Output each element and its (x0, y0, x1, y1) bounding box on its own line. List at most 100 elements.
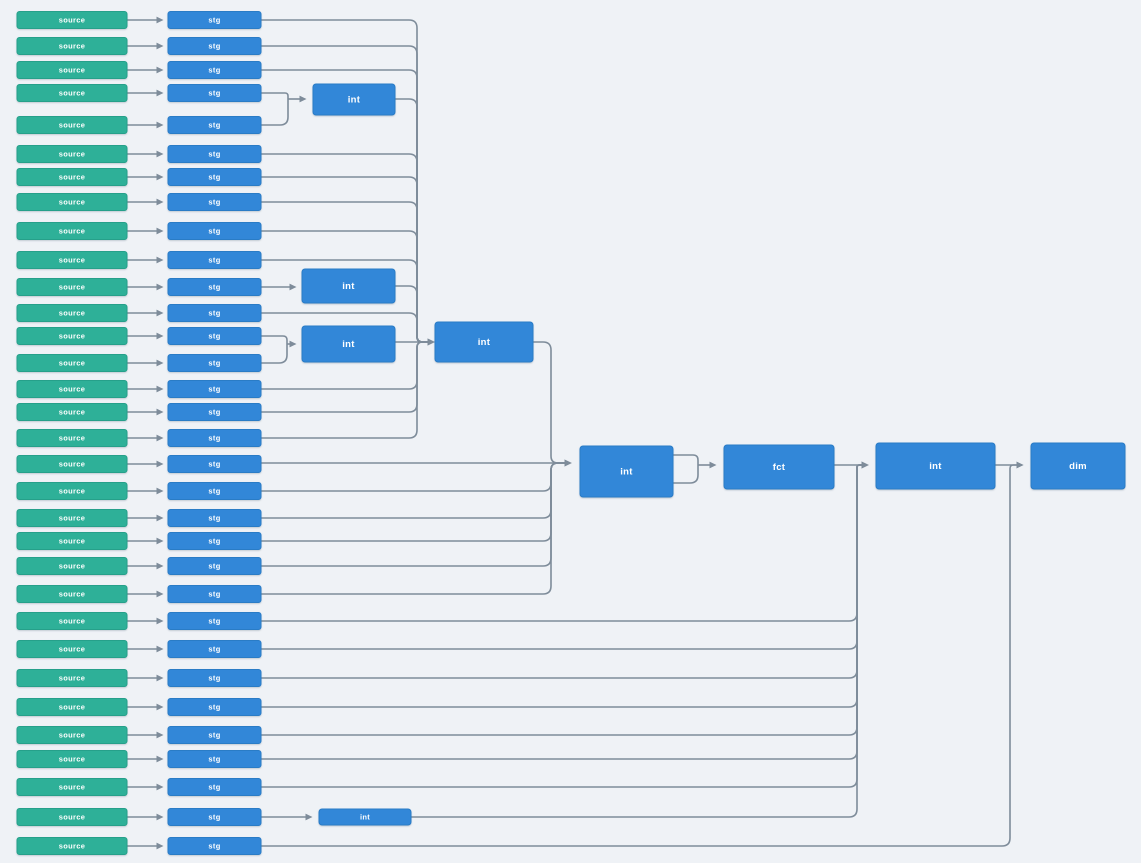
node-source-6[interactable]: source (16, 145, 128, 163)
node-stg-21-box[interactable] (167, 532, 262, 550)
node-stg-32[interactable]: stg (167, 837, 262, 855)
node-stg-27-box[interactable] (167, 698, 262, 716)
node-stg-23-box[interactable] (167, 585, 262, 603)
node-source-3-box[interactable] (16, 61, 128, 79)
node-int-7-box[interactable] (318, 808, 412, 826)
node-stg-29-box[interactable] (167, 750, 262, 768)
node-source-18[interactable]: source (16, 455, 128, 473)
node-source-1-box[interactable] (16, 11, 128, 29)
node-source-24[interactable]: source (16, 612, 128, 630)
node-stg-11[interactable]: stg (167, 278, 262, 296)
node-stg-1[interactable]: stg (167, 11, 262, 29)
node-source-26[interactable]: source (16, 669, 128, 687)
node-int-4[interactable]: int (434, 321, 534, 363)
node-source-26-box[interactable] (16, 669, 128, 687)
node-dim[interactable]: dim (1030, 442, 1126, 490)
node-stg-9[interactable]: stg (167, 222, 262, 240)
node-stg-17-box[interactable] (167, 429, 262, 447)
node-int-3[interactable]: int (301, 325, 396, 363)
node-source-10-box[interactable] (16, 251, 128, 269)
node-stg-20-box[interactable] (167, 509, 262, 527)
node-fct[interactable]: fct (723, 444, 835, 490)
node-stg-19[interactable]: stg (167, 482, 262, 500)
node-stg-26-box[interactable] (167, 669, 262, 687)
node-source-24-box[interactable] (16, 612, 128, 630)
node-stg-10[interactable]: stg (167, 251, 262, 269)
node-source-20[interactable]: source (16, 509, 128, 527)
node-stg-7-box[interactable] (167, 168, 262, 186)
node-source-12[interactable]: source (16, 304, 128, 322)
node-source-5-box[interactable] (16, 116, 128, 134)
node-stg-24[interactable]: stg (167, 612, 262, 630)
node-int-6[interactable]: int (875, 442, 996, 490)
node-int-1-box[interactable] (312, 83, 396, 116)
node-source-27[interactable]: source (16, 698, 128, 716)
node-source-27-box[interactable] (16, 698, 128, 716)
node-source-5[interactable]: source (16, 116, 128, 134)
node-source-13[interactable]: source (16, 327, 128, 345)
node-source-22[interactable]: source (16, 557, 128, 575)
node-source-32-box[interactable] (16, 837, 128, 855)
node-stg-15[interactable]: stg (167, 380, 262, 398)
node-source-29-box[interactable] (16, 750, 128, 768)
node-source-2[interactable]: source (16, 37, 128, 55)
node-stg-6[interactable]: stg (167, 145, 262, 163)
node-stg-22[interactable]: stg (167, 557, 262, 575)
node-int-2-box[interactable] (301, 268, 396, 304)
node-stg-21[interactable]: stg (167, 532, 262, 550)
node-stg-31[interactable]: stg (167, 808, 262, 826)
node-stg-27[interactable]: stg (167, 698, 262, 716)
node-stg-12[interactable]: stg (167, 304, 262, 322)
node-source-9-box[interactable] (16, 222, 128, 240)
node-source-23-box[interactable] (16, 585, 128, 603)
node-int-2[interactable]: int (301, 268, 396, 304)
node-stg-24-box[interactable] (167, 612, 262, 630)
node-source-31-box[interactable] (16, 808, 128, 826)
node-source-10[interactable]: source (16, 251, 128, 269)
node-stg-14-box[interactable] (167, 354, 262, 372)
node-stg-18[interactable]: stg (167, 455, 262, 473)
node-stg-31-box[interactable] (167, 808, 262, 826)
node-stg-9-box[interactable] (167, 222, 262, 240)
node-int-7[interactable]: int (318, 808, 412, 826)
node-stg-8[interactable]: stg (167, 193, 262, 211)
node-source-8[interactable]: source (16, 193, 128, 211)
node-stg-3[interactable]: stg (167, 61, 262, 79)
node-stg-6-box[interactable] (167, 145, 262, 163)
node-stg-8-box[interactable] (167, 193, 262, 211)
node-source-9[interactable]: source (16, 222, 128, 240)
node-stg-28-box[interactable] (167, 726, 262, 744)
node-source-2-box[interactable] (16, 37, 128, 55)
node-source-18-box[interactable] (16, 455, 128, 473)
node-stg-26[interactable]: stg (167, 669, 262, 687)
node-source-21[interactable]: source (16, 532, 128, 550)
node-source-28-box[interactable] (16, 726, 128, 744)
node-stg-13[interactable]: stg (167, 327, 262, 345)
node-int-4-box[interactable] (434, 321, 534, 363)
node-source-16[interactable]: source (16, 403, 128, 421)
node-source-31[interactable]: source (16, 808, 128, 826)
node-source-13-box[interactable] (16, 327, 128, 345)
node-stg-16-box[interactable] (167, 403, 262, 421)
node-source-19[interactable]: source (16, 482, 128, 500)
node-stg-20[interactable]: stg (167, 509, 262, 527)
node-int-5-box[interactable] (579, 445, 674, 498)
node-source-25-box[interactable] (16, 640, 128, 658)
node-stg-4-box[interactable] (167, 84, 262, 102)
node-source-4-box[interactable] (16, 84, 128, 102)
node-int-6-box[interactable] (875, 442, 996, 490)
node-stg-2-box[interactable] (167, 37, 262, 55)
node-source-25[interactable]: source (16, 640, 128, 658)
node-source-22-box[interactable] (16, 557, 128, 575)
node-stg-2[interactable]: stg (167, 37, 262, 55)
node-stg-11-box[interactable] (167, 278, 262, 296)
node-source-19-box[interactable] (16, 482, 128, 500)
node-source-30-box[interactable] (16, 778, 128, 796)
node-int-5[interactable]: int (579, 445, 674, 498)
node-stg-12-box[interactable] (167, 304, 262, 322)
node-stg-7[interactable]: stg (167, 168, 262, 186)
node-source-3[interactable]: source (16, 61, 128, 79)
node-stg-3-box[interactable] (167, 61, 262, 79)
node-stg-32-box[interactable] (167, 837, 262, 855)
node-stg-22-box[interactable] (167, 557, 262, 575)
